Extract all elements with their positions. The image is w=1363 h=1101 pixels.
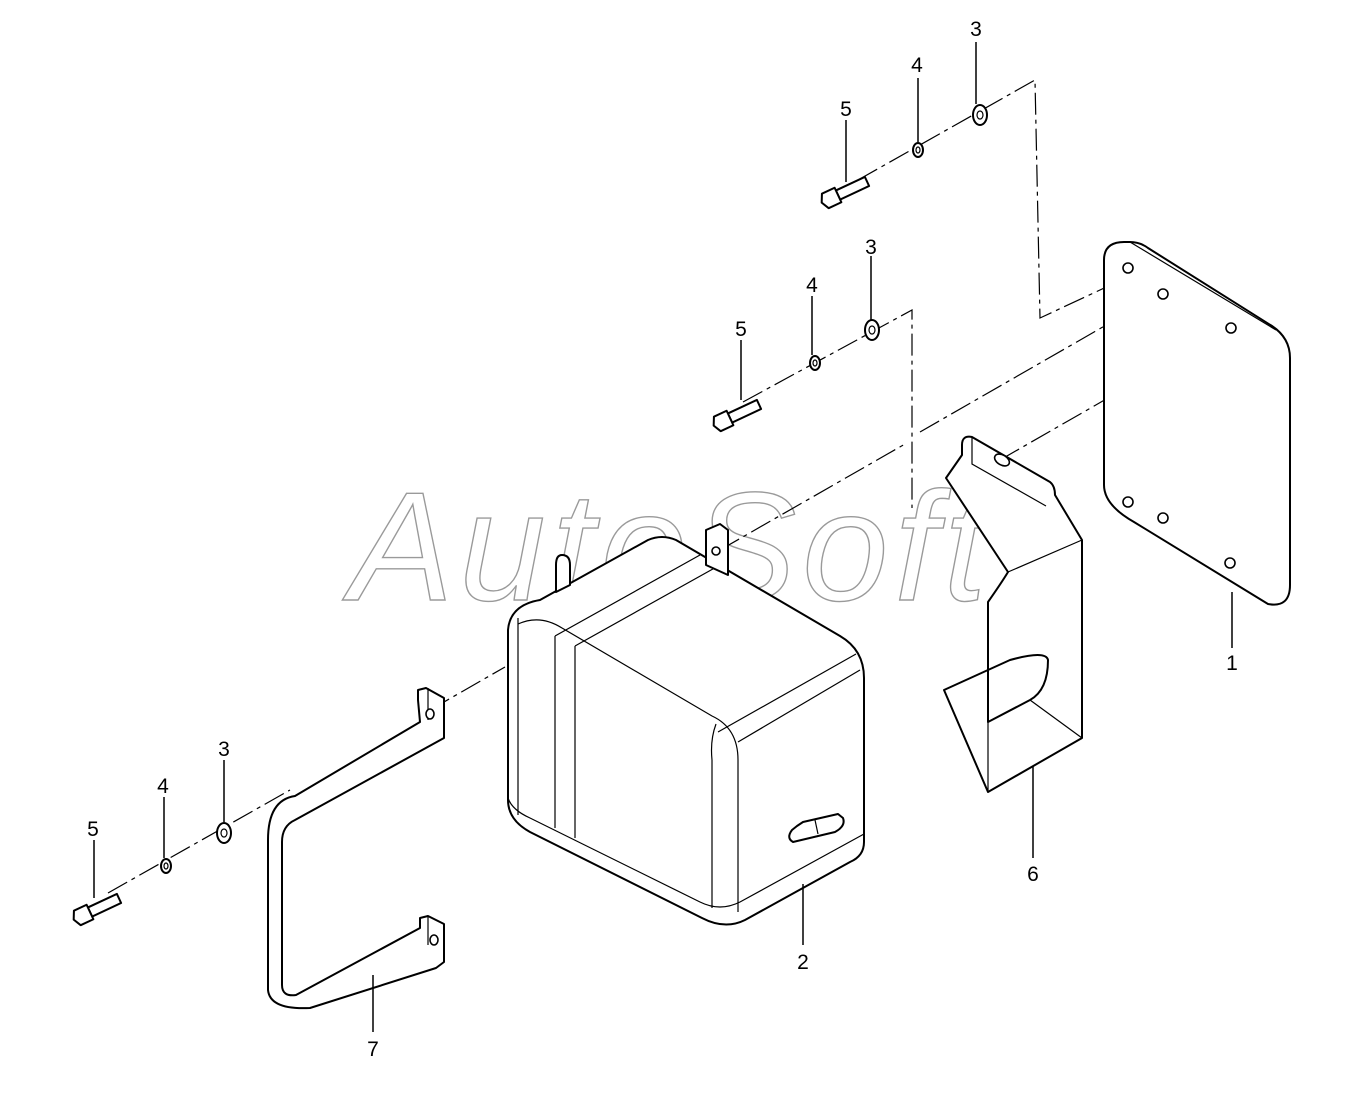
callout-5-low: 5: [87, 818, 99, 841]
callout-4-mid: 4: [806, 274, 818, 297]
washer-icon: [809, 355, 821, 371]
tank-strap: [267, 687, 445, 1010]
mounting-plate: [1103, 241, 1291, 606]
washer-icon: [972, 104, 988, 126]
callout-5-top: 5: [840, 98, 852, 121]
fastener-set-low: [72, 822, 232, 927]
fastener-set-middle: [712, 319, 880, 433]
callout-4-top: 4: [911, 54, 923, 77]
callout-1: 1: [1226, 652, 1238, 675]
callout-6: 6: [1027, 863, 1039, 886]
callout-5-mid: 5: [735, 318, 747, 341]
callout-7: 7: [367, 1038, 379, 1061]
callout-3-top: 3: [970, 18, 982, 41]
washer-icon: [864, 319, 880, 341]
leader-lines: [93, 42, 1233, 1032]
washer-icon: [912, 142, 924, 158]
callouts: 3 4 5 3 4 5 3 4 5 1 6 2 7: [87, 18, 1238, 1061]
callout-2: 2: [797, 951, 809, 974]
support-bracket: [943, 435, 1083, 793]
callout-4-low: 4: [157, 775, 169, 798]
hex-bolt-icon: [72, 892, 123, 927]
hex-bolt-icon: [820, 175, 871, 210]
fluid-tank: [507, 523, 865, 926]
fastener-set-top: [820, 104, 988, 210]
washer-icon: [160, 858, 172, 874]
washer-icon: [216, 822, 232, 844]
callout-3-mid: 3: [865, 236, 877, 259]
hex-bolt-icon: [712, 398, 763, 433]
callout-3-low: 3: [218, 738, 230, 761]
